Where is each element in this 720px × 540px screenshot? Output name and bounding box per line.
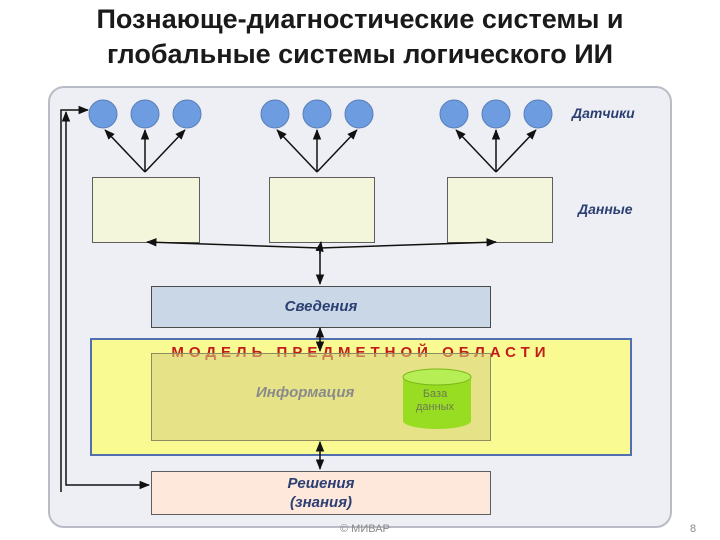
sensor-2-1 [260,99,290,129]
sensor-arrow-1-3 [144,129,186,173]
slide-title: Познающе-диагностические системы и глоба… [0,2,720,72]
data-label: Данные [578,201,633,217]
feedback-loop [60,105,151,492]
sensor-arrow-1-1 [104,129,146,173]
database-top [402,368,472,386]
copyright-text: © МИВАР [340,523,390,535]
data-box-3 [447,177,553,243]
title-line-2: глобальные системы логического ИИ [106,39,614,69]
database-cylinder [402,368,472,429]
information-label: Информация [256,384,355,401]
sensor-3-2 [481,99,511,129]
database-body [403,377,471,429]
sensor-arrows [104,128,537,173]
sensor-1-3 [172,99,202,129]
title-line-1: Познающе-диагностические системы и [96,4,624,34]
database-label: База данных [404,388,466,414]
sensors-label: Датчики [572,105,635,121]
sensor-arrow-2-1 [276,129,318,173]
decisions-label: Решения [287,475,355,492]
sensor-3-1 [439,99,469,129]
page-number: 8 [690,523,697,535]
data-box-1 [92,177,200,243]
sensor-arrow-2-3 [316,129,358,173]
database-label-line-2: данных [415,401,455,413]
sensor-arrow-3-3 [495,129,537,173]
data-to-svedenia-arrows [145,238,498,286]
sensor-group [88,99,553,129]
sensor-1-2 [130,99,160,129]
sensor-1-1 [88,99,118,129]
decisions-box: Решения (знания) [151,471,491,515]
sensor-arrow-3-1 [455,129,497,173]
sensor-2-2 [302,99,332,129]
data-box-2 [269,177,375,243]
knowledge-label: (знания) [289,494,353,511]
sensor-3-3 [523,99,553,129]
sensor-2-3 [344,99,374,129]
database-label-line-1: База [422,388,448,400]
